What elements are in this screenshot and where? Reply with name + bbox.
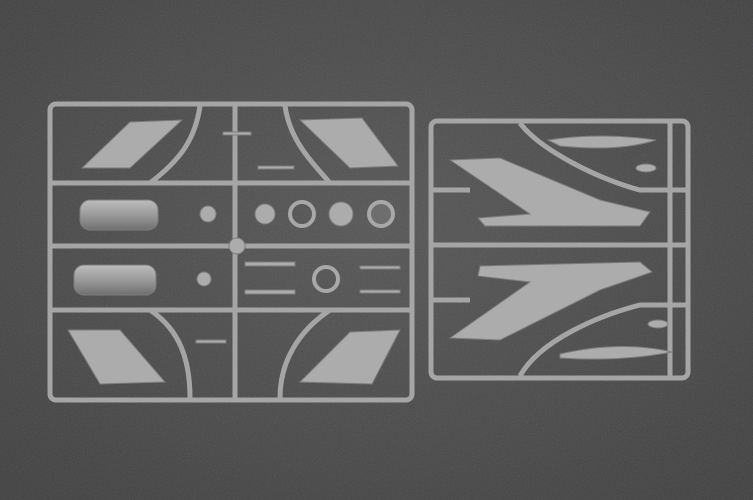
wheel-part: [199, 205, 217, 223]
wheel-part: [228, 237, 246, 255]
ring-part: [288, 200, 316, 228]
left-sprue-curved-runner: [148, 307, 193, 399]
right-sprue-curved-runner: [517, 121, 686, 193]
strut-part: [359, 265, 401, 270]
right-sprue-frame: [428, 118, 691, 381]
strut-part: [244, 289, 296, 295]
right-sprue-parts: [448, 135, 673, 360]
right-sprue-curved-runner: [517, 302, 686, 378]
fuel-tank-part: [546, 135, 657, 149]
small-part: [635, 163, 657, 173]
left-sprue-curved-runner: [148, 105, 203, 185]
tail-fin-part: [298, 117, 399, 169]
strut-part: [222, 131, 252, 136]
left-sprue-parts: [67, 117, 401, 385]
tail-fin-part: [67, 329, 167, 385]
engine-nozzle-part: [73, 264, 157, 296]
right-sprue: [428, 118, 691, 381]
fuel-tank-part: [559, 345, 673, 360]
left-sprue: [47, 101, 415, 403]
wing-half-part: [448, 261, 654, 341]
wheel-part: [254, 203, 276, 225]
strut-part: [244, 261, 296, 267]
ring-part: [312, 265, 340, 293]
small-part: [647, 319, 669, 329]
wheel-part: [196, 271, 212, 287]
wing-half-part: [448, 157, 651, 227]
engine-nozzle-part: [79, 199, 159, 231]
tail-fin-part: [80, 119, 184, 169]
exhaust-ring-part: [367, 200, 395, 228]
left-sprue-curved-runner: [277, 307, 332, 399]
left-sprue-curved-runner: [282, 105, 332, 185]
strut-part: [257, 165, 295, 170]
strut-part: [359, 289, 401, 294]
left-sprue-frame: [47, 101, 415, 403]
tail-fin-part: [298, 329, 401, 385]
intake-grille-part: [328, 201, 354, 227]
strut-part: [195, 339, 227, 344]
